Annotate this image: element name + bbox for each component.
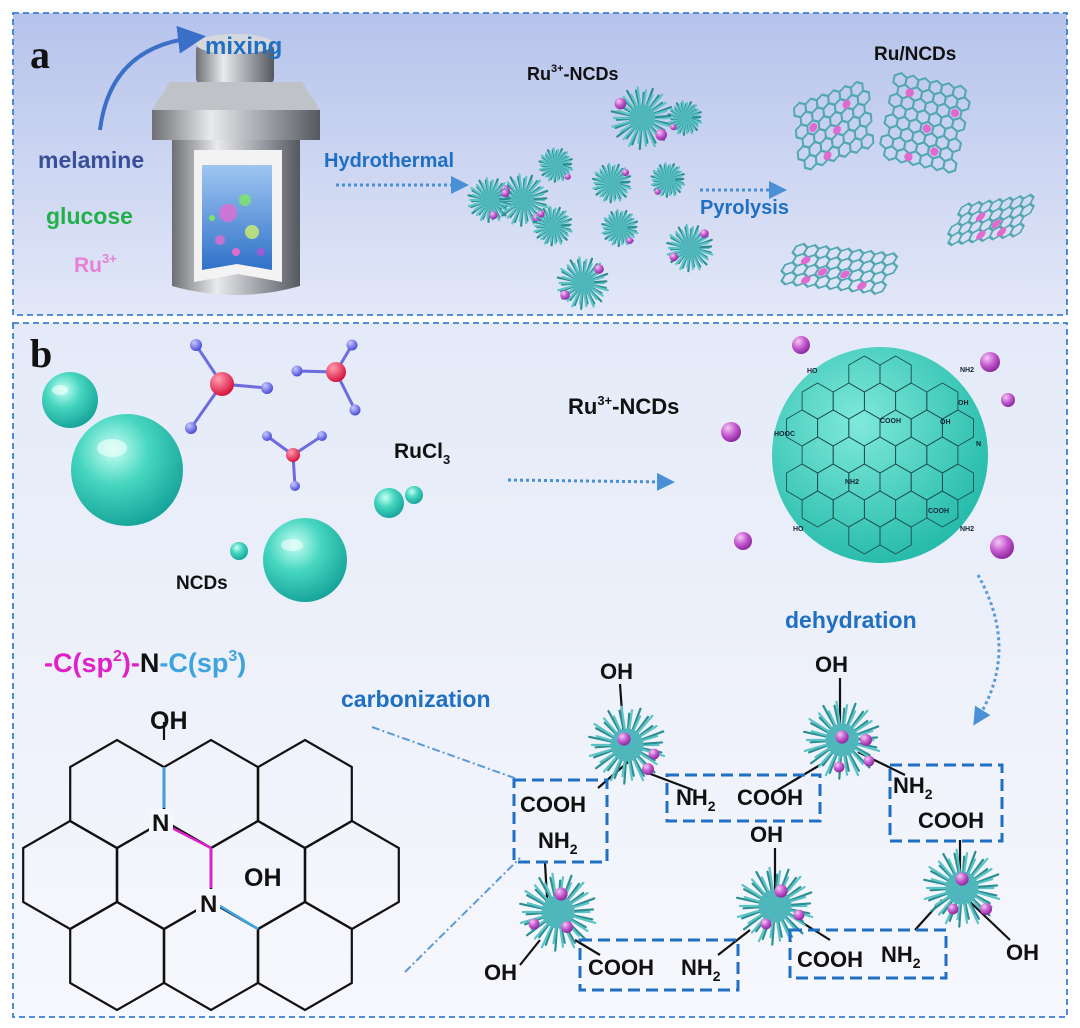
spiky-ncd <box>467 177 513 223</box>
sp2-bond-1 <box>171 826 212 850</box>
graphene-sheet <box>946 193 1035 247</box>
ru3-ncds-title-b: Ru3+-NCDs <box>568 393 679 419</box>
rucl3-molecule <box>291 339 361 416</box>
network-particles <box>519 700 1001 952</box>
rucl3-label: RuCl3 <box>394 440 450 467</box>
structure-n2: N <box>200 891 217 918</box>
net-oh-4: OH <box>484 960 517 985</box>
zoom-line-top <box>371 726 521 781</box>
structure-oh-mid: OH <box>244 864 282 892</box>
box2-nh2: NH2 <box>676 785 716 814</box>
spiky-ncd <box>650 162 686 198</box>
panel-b-letter: b <box>30 331 52 376</box>
box1-cooh: COOH <box>520 792 586 817</box>
sphere-nh2-3: NH2 <box>960 526 974 533</box>
autoclave-illustration <box>152 34 320 295</box>
ncds-bubbles <box>42 372 423 602</box>
n2-bg <box>196 889 220 913</box>
sphere-cooh-1: COOH <box>880 418 901 425</box>
box4-cooh: COOH <box>588 955 654 980</box>
structure-n1: N <box>152 810 169 837</box>
spiky-ncd <box>588 705 666 785</box>
sphere-n-1: N <box>976 441 981 448</box>
hydrothermal-label: Hydrothermal <box>324 150 454 172</box>
mixing-arrow <box>98 25 206 131</box>
net-oh-3: OH <box>750 822 783 847</box>
panel-b-reaction-arrow <box>507 472 675 491</box>
spiky-ncd <box>803 700 881 780</box>
rucl3-molecule <box>262 431 327 491</box>
spiky-ncd <box>667 100 703 136</box>
sp2-sp3-formula: -C(sp2)-N-C(sp3) <box>44 648 246 678</box>
box4-nh2: NH2 <box>681 955 721 984</box>
box-4 <box>578 938 740 992</box>
melamine-label: melamine <box>38 147 144 173</box>
ru3-label: Ru3+ <box>74 251 117 277</box>
spiky-ncd <box>666 223 714 273</box>
sphere-oh-2: OH <box>940 419 951 426</box>
box1-nh2: NH2 <box>538 828 578 857</box>
box3-cooh: COOH <box>918 808 984 833</box>
sphere-ho-1: HO <box>807 368 818 375</box>
spiky-ncd <box>519 872 597 952</box>
graphene-sheet <box>879 72 971 174</box>
box-2 <box>665 773 822 823</box>
sphere-ho-2: HO <box>793 526 804 533</box>
dehydration-arrow <box>973 574 1001 726</box>
mixing-label: mixing <box>205 33 282 60</box>
functional-group-boxes <box>512 763 1004 992</box>
box-1 <box>512 778 609 864</box>
box-3 <box>888 763 1004 843</box>
ncds-label: NCDs <box>176 573 228 594</box>
carbonization-label: carbonization <box>341 686 491 712</box>
box5-cooh: COOH <box>797 947 863 972</box>
structure-oh-top: OH <box>150 707 188 735</box>
sphere-nh2-1: NH2 <box>960 367 974 374</box>
ru3-ncds-title-a: Ru3+-NCDs <box>527 63 619 84</box>
pyrolysis-label: Pyrolysis <box>700 197 789 219</box>
ru3-ncds-particles <box>467 86 714 310</box>
net-oh-5: OH <box>1006 940 1039 965</box>
ru-ncds-title: Ru/NCDs <box>874 44 956 65</box>
box5-nh2: NH2 <box>881 942 921 971</box>
spiky-ncd <box>538 147 574 183</box>
spiky-ncd <box>601 209 639 248</box>
sphere-hooc: HOOC <box>774 431 795 438</box>
spiky-ncd <box>532 205 573 247</box>
net-oh-1: OH <box>600 659 633 684</box>
panel-a-letter: a <box>30 32 50 77</box>
ru-ncds-sheets <box>780 72 1035 295</box>
rucl3-molecules <box>185 339 361 491</box>
box-5 <box>788 928 948 980</box>
graphene-sheet <box>780 242 899 295</box>
ru3-ncds-sphere: HO NH2 OH HOOC COOH OH N NH2 COOH HO NH2 <box>721 336 1015 563</box>
zoom-line-bottom <box>404 857 521 973</box>
spiky-ncd <box>591 162 632 204</box>
spiky-ncd <box>610 86 673 150</box>
glucose-label: glucose <box>46 203 133 229</box>
hexagonal-carbon-structure <box>22 722 400 1012</box>
dehydration-label: dehydration <box>785 607 917 633</box>
sp3-bond-2 <box>219 904 259 931</box>
n1-bg <box>149 809 173 833</box>
box3-nh2: NH2 <box>893 773 933 802</box>
graphene-sheet <box>792 80 875 171</box>
net-oh-2: OH <box>815 652 848 677</box>
box2-cooh: COOH <box>737 785 803 810</box>
sphere-cooh-2: COOH <box>928 508 949 515</box>
spiky-ncd <box>556 256 609 310</box>
sphere-nh2-2: NH2 <box>845 479 859 486</box>
sphere-oh: OH <box>958 400 969 407</box>
spiky-ncd <box>923 848 1001 928</box>
rucl3-molecule <box>185 339 273 434</box>
